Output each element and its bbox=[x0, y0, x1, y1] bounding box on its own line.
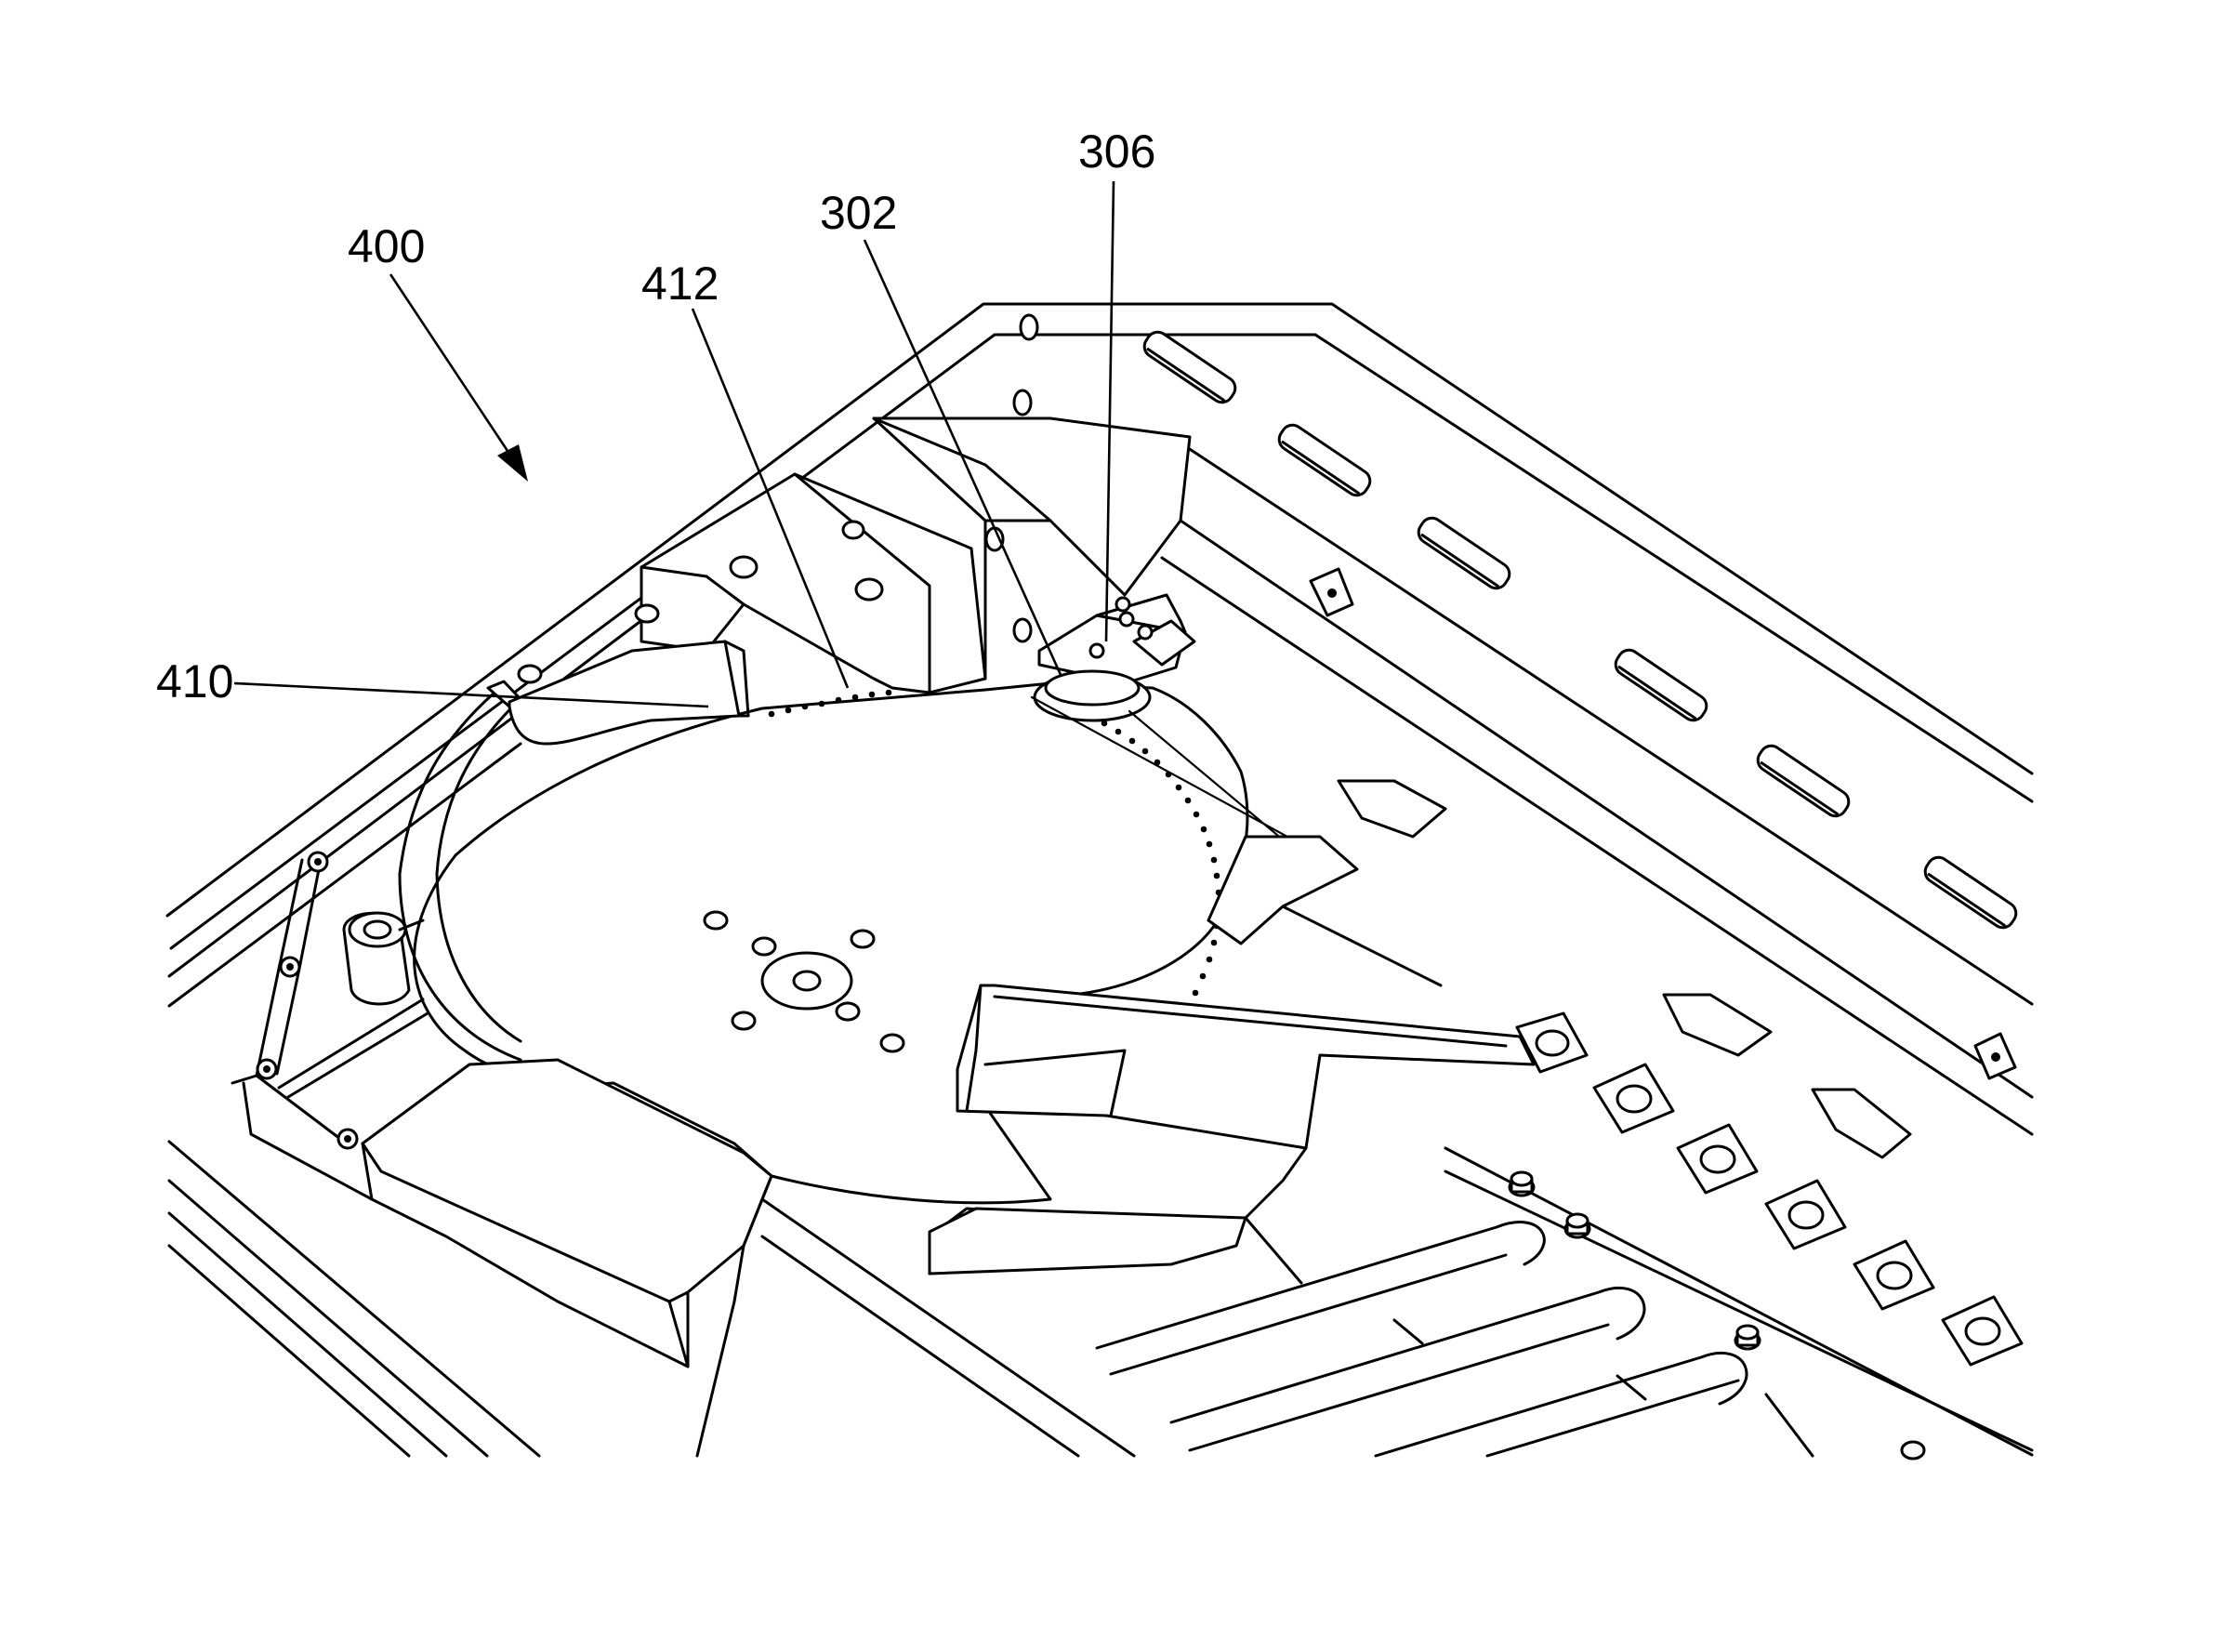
ref-400: 400 bbox=[348, 220, 425, 272]
bolt-hole bbox=[843, 522, 864, 538]
bolt-hole bbox=[1021, 315, 1037, 339]
ref-412: 412 bbox=[641, 258, 719, 310]
bolt-hole bbox=[1014, 619, 1031, 641]
ref-410: 410 bbox=[156, 655, 233, 707]
bolt-hole bbox=[519, 666, 541, 682]
bolt bbox=[1735, 1326, 1760, 1349]
bolt bbox=[1510, 1172, 1534, 1196]
bolt bbox=[1565, 1214, 1589, 1237]
bolt-hole bbox=[856, 579, 882, 600]
bolt-hole bbox=[1014, 390, 1031, 415]
ref-306: 306 bbox=[1078, 126, 1155, 178]
ref-302: 302 bbox=[820, 187, 897, 239]
arrowhead-icon bbox=[497, 444, 528, 482]
bolt-hole bbox=[636, 605, 658, 622]
bolt-hole bbox=[731, 557, 757, 577]
pivot-post bbox=[344, 913, 423, 1004]
ref-400-arrow bbox=[390, 274, 509, 454]
square-pads bbox=[1517, 1013, 2022, 1365]
cross-bar bbox=[930, 985, 1534, 1283]
